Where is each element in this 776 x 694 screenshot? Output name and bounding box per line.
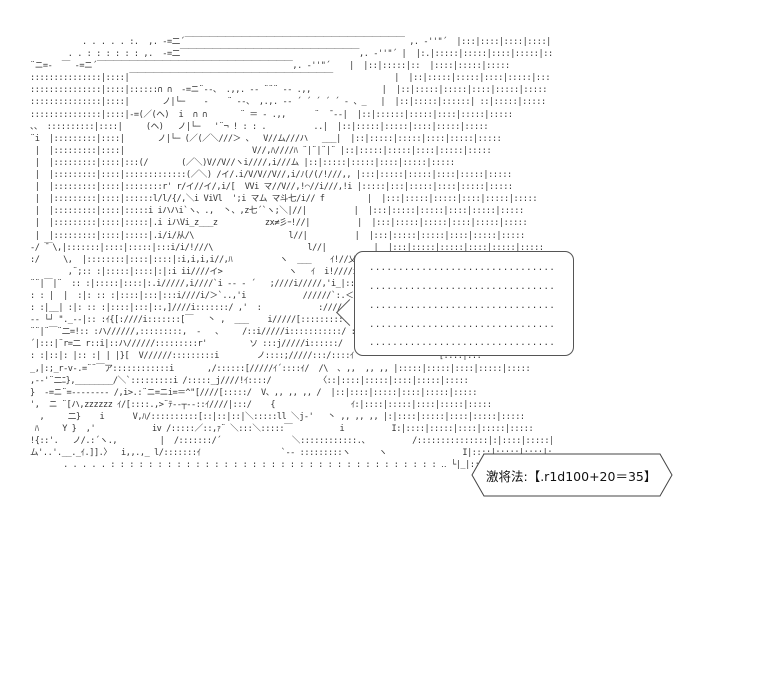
ascii-art-line: :::::::::::::::|::::|￣￣￣￣￣￣￣￣￣￣￣￣￣￣￣￣￣￣￣… [30, 73, 552, 84]
ascii-art-line: :::::::::::::::|::::|::::::∩ ∩ -=ニ¨‐-、 .… [30, 85, 548, 96]
speech-bubble: ........................................… [354, 251, 574, 356]
ascii-art-line: | |:::::::::|::::|:::::::::::::(／＼) /イ/.… [30, 170, 513, 181]
ascii-art-line: _,|:;_r-v-.=¨¨￣ア::::::::::::i ,/::::::[/… [30, 363, 531, 374]
ascii-art-line: | |:::::::::|::::| V//,ﾊ////ﾊ ¨|¨|¨|¨ |:… [30, 145, 492, 156]
ascii-art-figure: . . . . . :. ,. ‐=二´￣￣￣￣￣￣￣￣￣￣￣￣￣￣￣￣￣￣￣￣… [30, 36, 552, 666]
dice-roll-result: 激将法:【.r1d100+20＝35】 [486, 469, 657, 484]
ascii-art-line: :::::::::::::::|::::| ノ|└─ - ¨ ‐-、 ,.,. … [30, 97, 546, 108]
ascii-art-line: } ‐=ニ¨=-------- /,i>.:¨ニ=ニi=＝^"[////[:::… [30, 387, 477, 398]
ascii-art-line: ', ニ ¨[ハ,zzzzzz ｲ/[::::.,>¨ﾃ‐‐┬‐‐::ｲ////… [30, 399, 492, 410]
ascii-art-line: ム'..'.__._ｲ.]].〉 i,,.,_ l/:::::::ｲ `‐‐ :… [30, 448, 552, 459]
ascii-art-line: , 二} i V,ﾊ/::::::::::[::|::|::|＼:::::ll … [30, 411, 525, 422]
ascii-art-line: : :|::|: |:: :| | |}[ V//////:::::::::i … [30, 351, 482, 362]
ascii-art-line: | |:::::::::|::::|::::::::r' r/イ//イ/,i/[… [30, 182, 513, 193]
dice-roll-callout: 激将法:【.r1d100+20＝35】 [470, 452, 674, 498]
ascii-art-line: ﾊ Y } ,' iv /:::::／::,ｧ¨ ＼:::＼:::::￣ i I… [30, 424, 534, 434]
ascii-art-line: | |:::::::::|::::|:::::i iハハi`ヽ、., 丶、,z七… [30, 206, 524, 217]
bubble-dots-line-4: ........................................… [369, 320, 557, 330]
ascii-art-line: !{::'. ノ/.:´ヽ., | /:::::::/´ ＼::::::::::… [30, 436, 552, 447]
ascii-art-line: | |:::::::::|::::|:::(/ (／＼)V//V//ヽi////… [30, 157, 455, 168]
ascii-art-line: ‐/ ̄￣\,|:::::::|::::|:::::|:::i/i/!///\ … [30, 242, 544, 253]
ascii-art-line: . . : : : : : : ,. -=二￣￣￣￣￣￣￣￣￣￣￣￣￣￣￣￣￣￣… [30, 49, 552, 60]
ascii-art-line: . . . . . :. ,. ‐=二´￣￣￣￣￣￣￣￣￣￣￣￣￣￣￣￣￣￣￣￣… [30, 37, 552, 47]
ascii-art-line: | |:::::::::|::::|:::::|.i/i/从/\ l//| | … [30, 230, 525, 241]
bubble-dots-line-3: ........................................… [369, 301, 557, 311]
ascii-art-line: | |:::::::::|::::|::::::l/l/{/,＼i ViVl '… [30, 194, 538, 205]
bubble-dots-line-1: ........................................… [369, 263, 557, 273]
bubble-dots-line-5: ........................................… [369, 338, 557, 348]
ascii-art-line: ¨ニ=- ￣ -=ニ´￣￣￣￣￣￣￣￣￣￣￣￣￣￣￣￣￣￣￣￣￣￣￣￣,. ‐'… [30, 61, 510, 72]
ascii-art-line: 、、 ::::::::::|::::| (ヘ) ノ|└─ '¨¬ ! : : .… [30, 121, 489, 132]
ascii-art-line: ¨i |:::::::::|::::| ノ|└─ (／(／＼///＞ 、 V//… [30, 133, 502, 144]
ascii-art-line: :::::::::::::::|::::|‐=(／(ヘ) i ∩ ∩ ¨ ＝ ‐… [30, 109, 513, 120]
ascii-art-line: ,-‐'¨二ﾆ},________/＼`:::::::::i /:::::_j/… [30, 375, 469, 386]
ascii-art-line: | |:::::::::|::::|:::::|.i iハVi_z___z zx… [30, 218, 528, 229]
bubble-dots-line-2: ........................................… [369, 282, 557, 292]
dice-callout-frame [471, 453, 673, 497]
